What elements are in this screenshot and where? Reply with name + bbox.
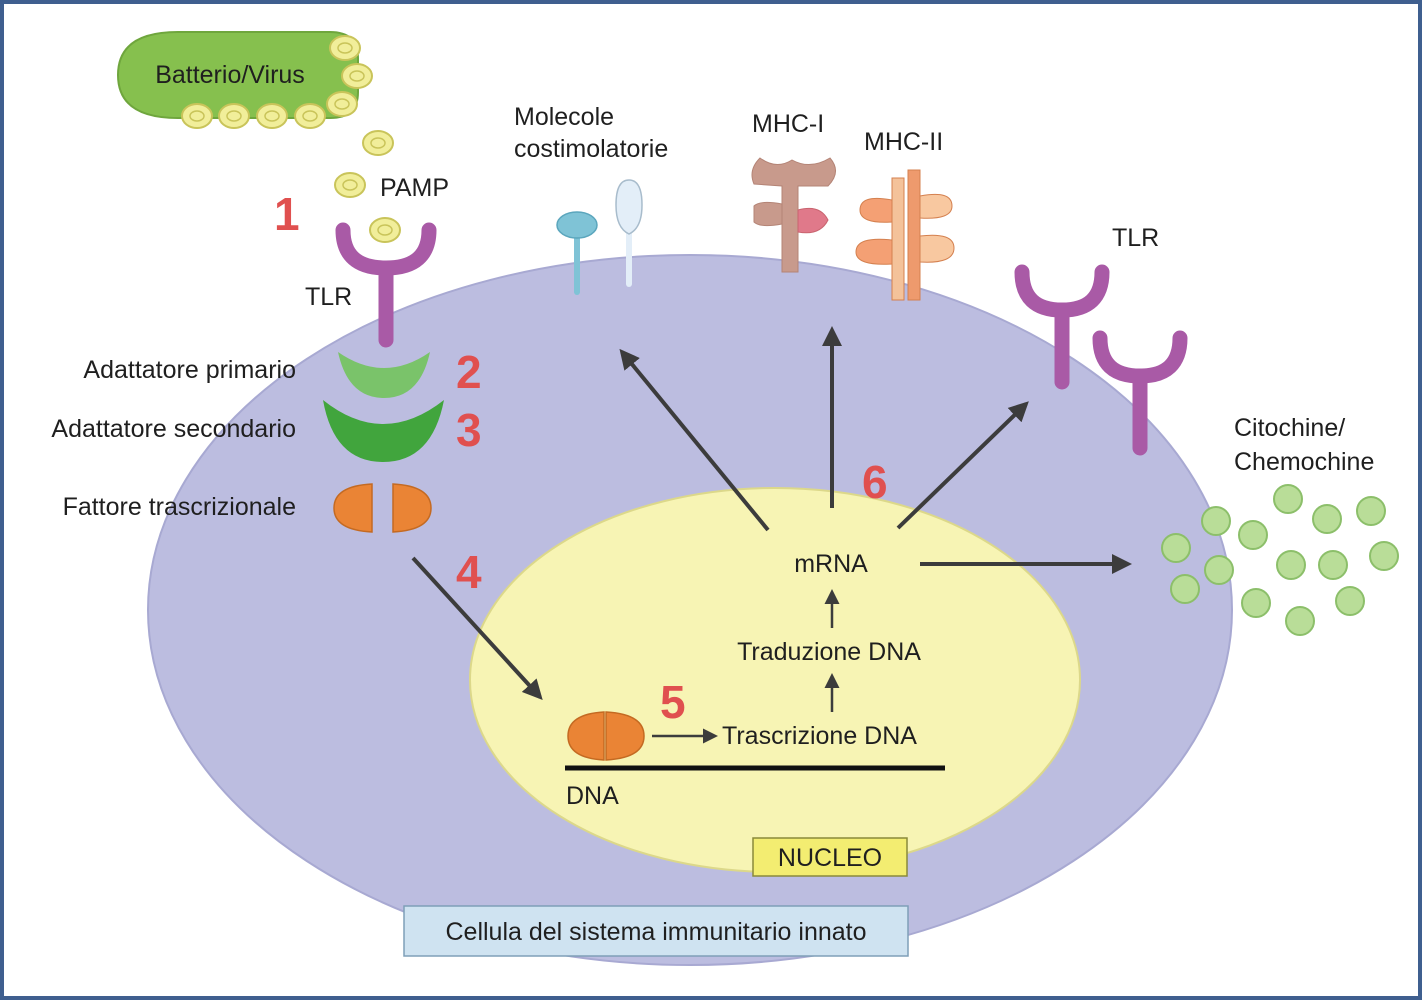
cell-label: Cellula del sistema immunitario innato	[445, 918, 866, 946]
mrna-label: mRNA	[794, 550, 868, 578]
tlr-receptor-right-2	[1092, 330, 1188, 456]
pamp-particle	[362, 130, 394, 156]
pathogen-label: Batterio/Virus	[155, 61, 305, 89]
cytokine-particle	[1161, 533, 1191, 563]
costimulatory-label-line2: costimolatorie	[514, 135, 668, 163]
cytokine-particle	[1241, 588, 1271, 618]
adaptor-primary	[338, 352, 430, 398]
nucleus	[469, 487, 1081, 873]
pamp-particle	[256, 103, 288, 129]
adaptor-secondary	[323, 400, 444, 462]
transcription-factor-label: Fattore trascrizionale	[63, 493, 296, 521]
nucleus-label: NUCLEO	[778, 844, 882, 872]
dna-label: DNA	[566, 782, 619, 810]
cytokines-label-line1: Citochine/	[1234, 414, 1345, 442]
adaptor-secondary-label: Adattatore secondario	[51, 415, 296, 443]
mhc2-label: MHC-II	[864, 128, 943, 156]
cell-label-box	[403, 905, 909, 957]
pamp-particles	[181, 35, 401, 243]
cytokine-particle	[1170, 574, 1200, 604]
cytokine-particles	[1161, 484, 1399, 636]
tlr-right-label: TLR	[1112, 224, 1159, 252]
pamp-particle	[218, 103, 250, 129]
nuclear-transcription-factor	[567, 711, 645, 761]
step-number-2: 2	[456, 346, 482, 398]
step-number-4: 4	[456, 546, 482, 598]
cytokine-particle	[1273, 484, 1303, 514]
tlr-receptor-left	[335, 222, 437, 348]
pamp-particle	[181, 103, 213, 129]
cytokine-particle	[1201, 506, 1231, 536]
pamp-particle	[326, 91, 358, 117]
translation-label: Traduzione DNA	[737, 638, 921, 666]
cytokines-label-line2: Chemochine	[1234, 448, 1374, 476]
transcription-label: Trascrizione DNA	[722, 722, 917, 750]
cytokine-particle	[1312, 504, 1342, 534]
cytokine-particle	[1204, 555, 1234, 585]
costimulatory-molecule-2	[615, 179, 643, 287]
arrow-to-costimulatory	[619, 348, 770, 532]
arrow-to-tlr	[896, 401, 1029, 530]
cytokine-particle	[1276, 550, 1306, 580]
arrow-to-nucleus	[411, 556, 543, 700]
pamp-particle	[369, 217, 401, 243]
pamp-particle	[334, 172, 366, 198]
adaptor-primary-label: Adattatore primario	[83, 356, 296, 384]
cytokine-particle	[1318, 550, 1348, 580]
pathogen: Batterio/Virus	[116, 31, 359, 119]
tlr-receptor-right-1	[1014, 264, 1110, 390]
cytokine-particle	[1285, 606, 1315, 636]
cytokine-particle	[1356, 496, 1386, 526]
mhc1-molecule	[751, 157, 836, 273]
step-number-1: 1	[274, 188, 300, 240]
transcription-factor	[333, 483, 432, 533]
pamp-label: PAMP	[380, 174, 449, 202]
step-number-6: 6	[862, 456, 888, 508]
step-number-3: 3	[456, 404, 482, 456]
nucleus-label-box	[752, 837, 908, 877]
costimulatory-molecule-1	[556, 211, 598, 295]
mhc2-molecule	[855, 169, 955, 301]
mhc1-label: MHC-I	[752, 110, 824, 138]
cytokine-particle	[1238, 520, 1268, 550]
pamp-particle	[341, 63, 373, 89]
costimulatory-label-line1: Molecole	[514, 103, 614, 131]
cytokine-particle	[1369, 541, 1399, 571]
tlr-left-label: TLR	[305, 283, 352, 311]
pamp-particle	[294, 103, 326, 129]
cytokine-particle	[1335, 586, 1365, 616]
pamp-particle	[329, 35, 361, 61]
step-number-5: 5	[660, 676, 686, 728]
